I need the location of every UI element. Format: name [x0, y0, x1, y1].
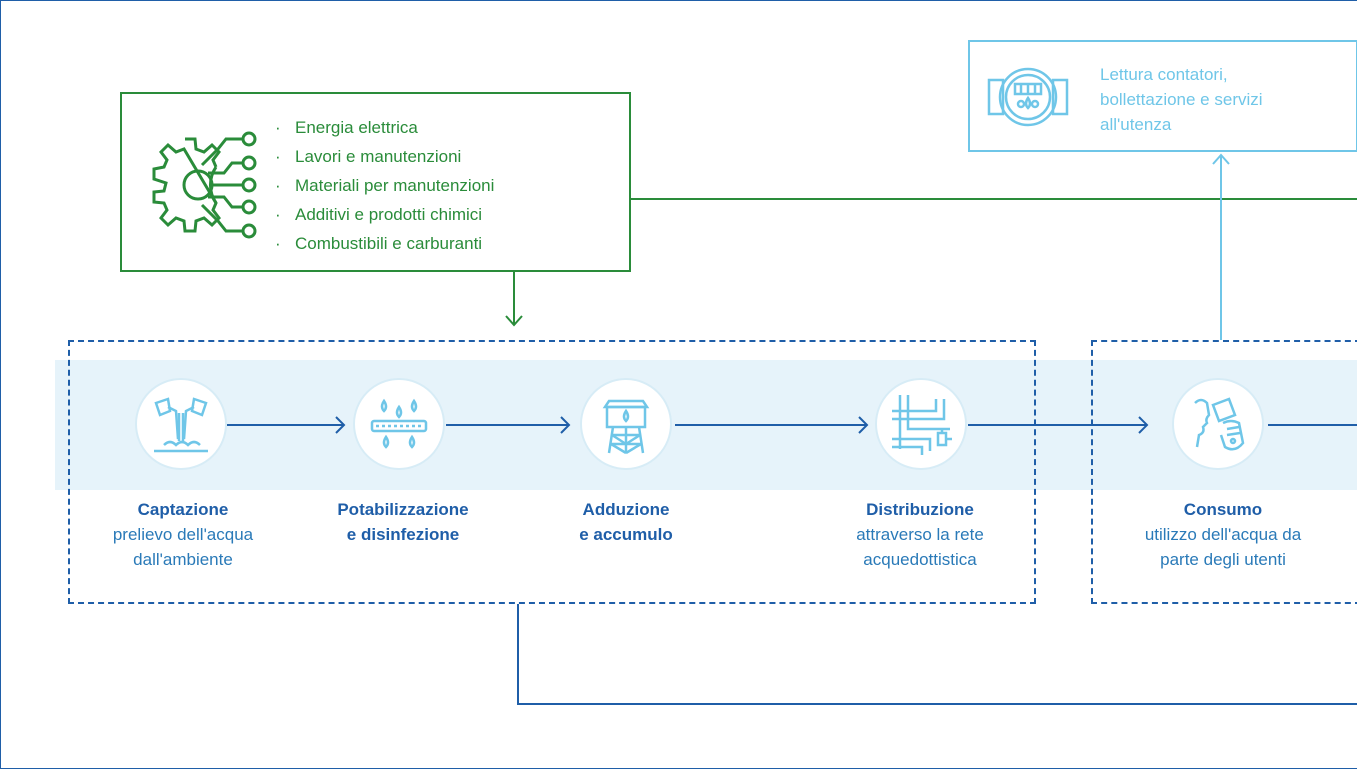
gear-circuit-icon	[152, 131, 257, 239]
step-title: Captazione	[137, 500, 229, 519]
step-label-consumo: Consumo utilizzo dell'acqua da parte deg…	[1098, 497, 1348, 572]
meter-box	[968, 40, 1357, 152]
meter-text-line: Lettura contatori,	[1100, 65, 1228, 84]
step-circle-distribuzione	[875, 378, 967, 470]
consumption-group	[1091, 340, 1357, 604]
step-title: Distribuzione	[866, 500, 974, 519]
step-title: Consumo	[1183, 500, 1263, 519]
step-desc: parte degli utenti	[1160, 550, 1286, 569]
supply-chain-group	[68, 340, 1036, 604]
flow-arrow-4	[1138, 416, 1149, 434]
step-desc: prelievo dell'acqua	[112, 525, 254, 544]
supply-item: Lavori e manutenzioni	[275, 142, 494, 171]
step-label-captazione: Captazione prelievo dell'acqua dall'ambi…	[78, 497, 288, 572]
step-label-potabilizzazione: Potabilizzazione e disinfezione	[298, 497, 508, 547]
water-meter-icon	[987, 67, 1069, 127]
meter-up-arrow	[1212, 153, 1230, 165]
step-circle-adduzione	[580, 378, 672, 470]
supply-list: Energia elettrica Lavori e manutenzioni …	[275, 113, 494, 258]
return-line	[517, 604, 1357, 705]
flow-arrow-1	[335, 416, 346, 434]
supply-down-arrow	[505, 315, 523, 327]
supply-item: Energia elettrica	[275, 113, 494, 142]
step-desc: dall'ambiente	[133, 550, 233, 569]
step-label-adduzione: Adduzione e accumulo	[526, 497, 726, 547]
step-circle-potabilizzazione	[353, 378, 445, 470]
step-desc: attraverso la rete	[856, 525, 984, 544]
flow-arrow-3	[858, 416, 869, 434]
step-desc: acquedottistica	[863, 550, 977, 569]
step-circle-consumo	[1172, 378, 1264, 470]
supply-item: Combustibili e carburanti	[275, 229, 494, 258]
step-title: Adduzione	[582, 500, 670, 519]
step-title: e disinfezione	[346, 525, 460, 544]
supply-item: Additivi e prodotti chimici	[275, 200, 494, 229]
step-circle-captazione	[135, 378, 227, 470]
meter-text-line: bollettazione e servizi	[1100, 90, 1263, 109]
supply-item: Materiali per manutenzioni	[275, 171, 494, 200]
drinking-icon	[1194, 397, 1245, 451]
water-source-icon	[154, 397, 208, 453]
step-title: Potabilizzazione	[337, 500, 469, 519]
meter-text-line: all'utenza	[1100, 115, 1172, 134]
water-tower-icon	[602, 399, 650, 455]
flow-arrow-2	[560, 416, 571, 434]
water-treatment-icon	[370, 398, 428, 449]
step-label-distribuzione: Distribuzione attraverso la rete acquedo…	[815, 497, 1025, 572]
step-title: e accumulo	[579, 525, 673, 544]
meter-text: Lettura contatori, bollettazione e servi…	[1100, 62, 1340, 137]
pipes-icon	[892, 395, 952, 455]
step-desc: utilizzo dell'acqua da	[1144, 525, 1302, 544]
